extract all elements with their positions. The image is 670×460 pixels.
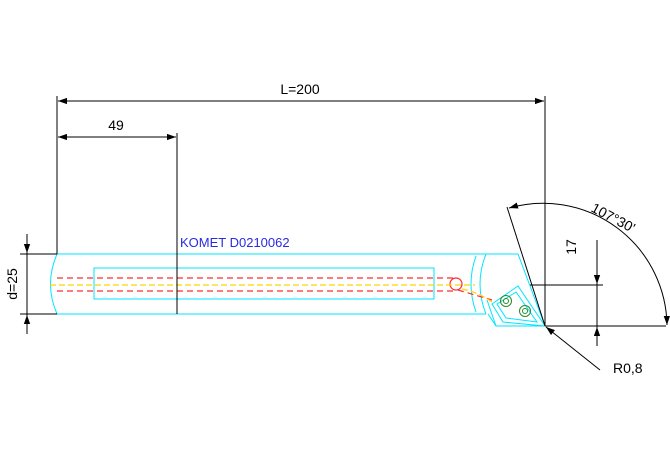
dimension-length: L=200 — [56, 81, 546, 326]
boring-bar-body — [50, 253, 546, 327]
tool-designation: KOMET D0210062 — [180, 235, 290, 250]
coolant-channels — [57, 277, 493, 301]
dimension-diameter: d=25 — [4, 234, 57, 334]
dimension-radius: R0,8 — [545, 326, 643, 376]
angle-label: 107°30' — [589, 199, 638, 235]
shank-label: 49 — [108, 117, 124, 133]
diameter-label: d=25 — [4, 268, 20, 300]
dimension-shank: 49 — [58, 117, 178, 314]
radius-label: R0,8 — [613, 360, 643, 376]
offset-label: 17 — [563, 239, 579, 255]
length-label: L=200 — [280, 81, 320, 97]
center-axis — [50, 284, 493, 303]
dimension-offset: 17 — [530, 239, 603, 346]
dimension-angle: 107°30' — [506, 199, 670, 327]
